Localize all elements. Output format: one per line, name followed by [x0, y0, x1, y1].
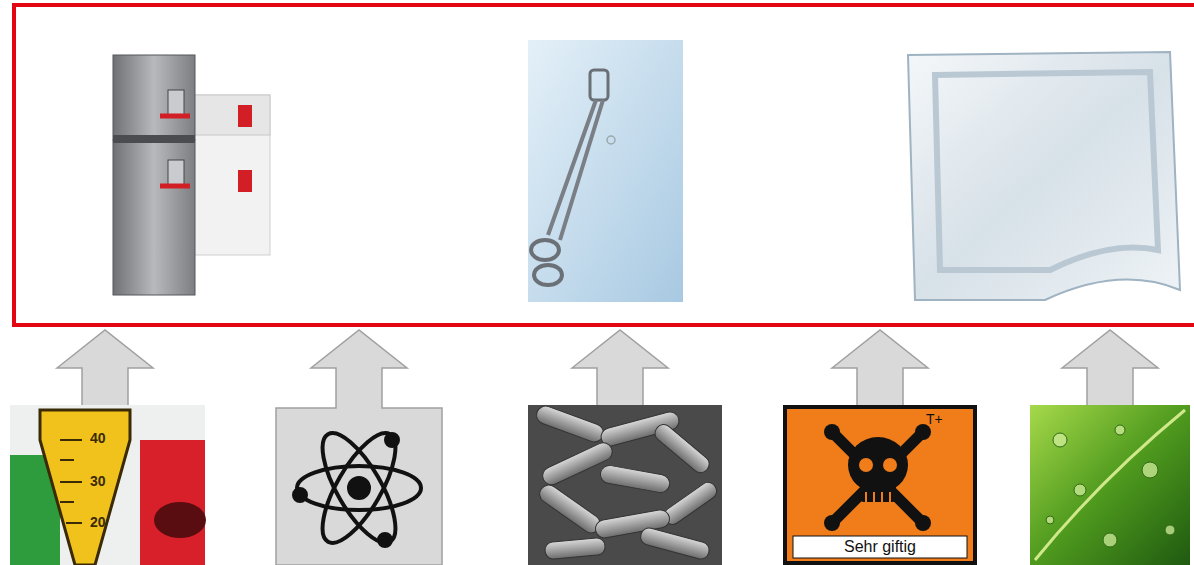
toxic-sign: [785, 407, 975, 563]
block-arrows: [57, 330, 1158, 565]
atom-symbol: [294, 423, 421, 552]
glassware-photo: [10, 405, 206, 565]
pouch-photo: [908, 52, 1180, 300]
frame-red: [14, 5, 1194, 325]
instrument-photo: [528, 40, 683, 302]
container-photo: [113, 55, 270, 295]
scale-number: 20: [90, 515, 106, 530]
hazard-code: T+: [926, 412, 943, 427]
scale-number: 30: [90, 474, 106, 489]
bacteria-micrograph: [528, 404, 722, 565]
scale-number: 40: [90, 431, 106, 446]
leaf-photo: [1030, 405, 1190, 565]
hazard-text: Sehr giftig: [793, 538, 967, 556]
